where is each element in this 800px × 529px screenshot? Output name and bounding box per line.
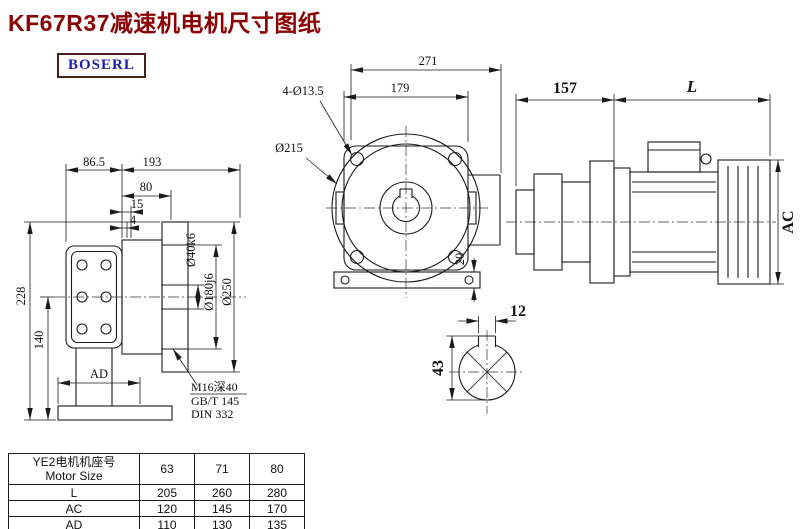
cell-AC-63: 120: [139, 500, 195, 517]
bolt-hole: [349, 249, 365, 265]
dim-80: 80: [140, 180, 153, 194]
bolt-hole: [447, 151, 463, 167]
cell-AD-63: 110: [139, 516, 195, 529]
table-header-row: YE2电机机座号 Motor Size 63 71 80: [8, 453, 305, 485]
dim-key-width: 12: [510, 303, 526, 320]
dim-15: 15: [131, 197, 144, 211]
dim-86-5: 86.5: [83, 155, 105, 169]
cell-L-63: 205: [139, 484, 195, 501]
thread-note-line2: GB/T 145: [191, 394, 239, 408]
base-plate: [333, 271, 481, 289]
header-size-80: 80: [249, 453, 305, 485]
brand-logo-box: BOSERL: [57, 53, 146, 78]
shaft-section-dimension-lines: [446, 316, 516, 401]
motor-view-object-lines: [506, 141, 776, 285]
dim-flange-diameter: Ø250: [220, 278, 234, 306]
table-row-AC: AC 120 145 170: [8, 500, 305, 517]
dim-271: 271: [419, 54, 438, 68]
cell-AD-80: 135: [249, 516, 305, 529]
dim-228: 228: [14, 287, 28, 306]
shaft-section-object-lines: [449, 330, 525, 414]
motor-view-dimension-lines: [515, 94, 784, 285]
cell-AC-71: 145: [194, 500, 250, 517]
cell-L-71: 260: [194, 484, 250, 501]
shaft-section-dimension-labels: 12 43: [430, 303, 526, 376]
thread-note-line1: M16深40: [191, 380, 238, 394]
cell-AC-80: 170: [249, 500, 305, 517]
front-view-object-lines: [326, 126, 501, 298]
thread-note-line3: DIN 332: [191, 407, 233, 421]
dim-shaft-diameter: Ø40k6: [184, 233, 198, 267]
header-motor-size-cell: YE2电机机座号 Motor Size: [8, 453, 140, 485]
motor-size-table: YE2电机机座号 Motor Size 63 71 80 L 205 260 2…: [8, 453, 305, 529]
front-view-dimension-labels: 271 179 4-Ø13.5 Ø215 20: [275, 54, 467, 265]
dim-193: 193: [143, 155, 162, 169]
header-size-63: 63: [139, 453, 195, 485]
table-row-AD: AD 110 130 135: [8, 516, 305, 529]
brand-label: BOSERL: [68, 57, 135, 73]
motor-size-label-en: Motor Size: [45, 469, 103, 483]
table-row-L: L 205 260 280: [8, 484, 305, 501]
dim-ad: AD: [90, 367, 108, 381]
motor-view-dimension-labels: 157 L AC: [553, 77, 797, 234]
mounting-foot: [57, 405, 173, 421]
dim-spigot-diameter: Ø180j6: [202, 273, 216, 311]
dim-20: 20: [453, 253, 467, 266]
side-view-dimension-lines: [24, 164, 247, 421]
dim-bolt-holes: 4-Ø13.5: [282, 84, 323, 98]
dim-flange-circle: Ø215: [275, 141, 303, 155]
dim-l: L: [686, 77, 697, 96]
side-view-dimension-labels: 86.5 193 80 15 4 228 140 AD Ø40k6 Ø180j6…: [14, 155, 239, 421]
dim-157: 157: [553, 80, 577, 97]
cell-AD-71: 130: [194, 516, 250, 529]
terminal-box: [647, 141, 701, 173]
dim-140: 140: [32, 331, 46, 350]
dim-ac: AC: [780, 210, 797, 233]
bolt-hole: [349, 151, 365, 167]
dim-179: 179: [391, 81, 410, 95]
row-label-AD: AD: [8, 516, 140, 529]
cell-L-80: 280: [249, 484, 305, 501]
page-title: KF67R37减速机电机尺寸图纸: [8, 10, 322, 36]
front-view-dimension-lines: [305, 64, 502, 302]
dim-bore-height: 43: [430, 360, 447, 376]
row-label-L: L: [8, 484, 140, 501]
header-size-71: 71: [194, 453, 250, 485]
motor-size-label-cn: YE2电机机座号: [32, 455, 116, 469]
row-label-AC: AC: [8, 500, 140, 517]
dim-4: 4: [130, 213, 137, 227]
